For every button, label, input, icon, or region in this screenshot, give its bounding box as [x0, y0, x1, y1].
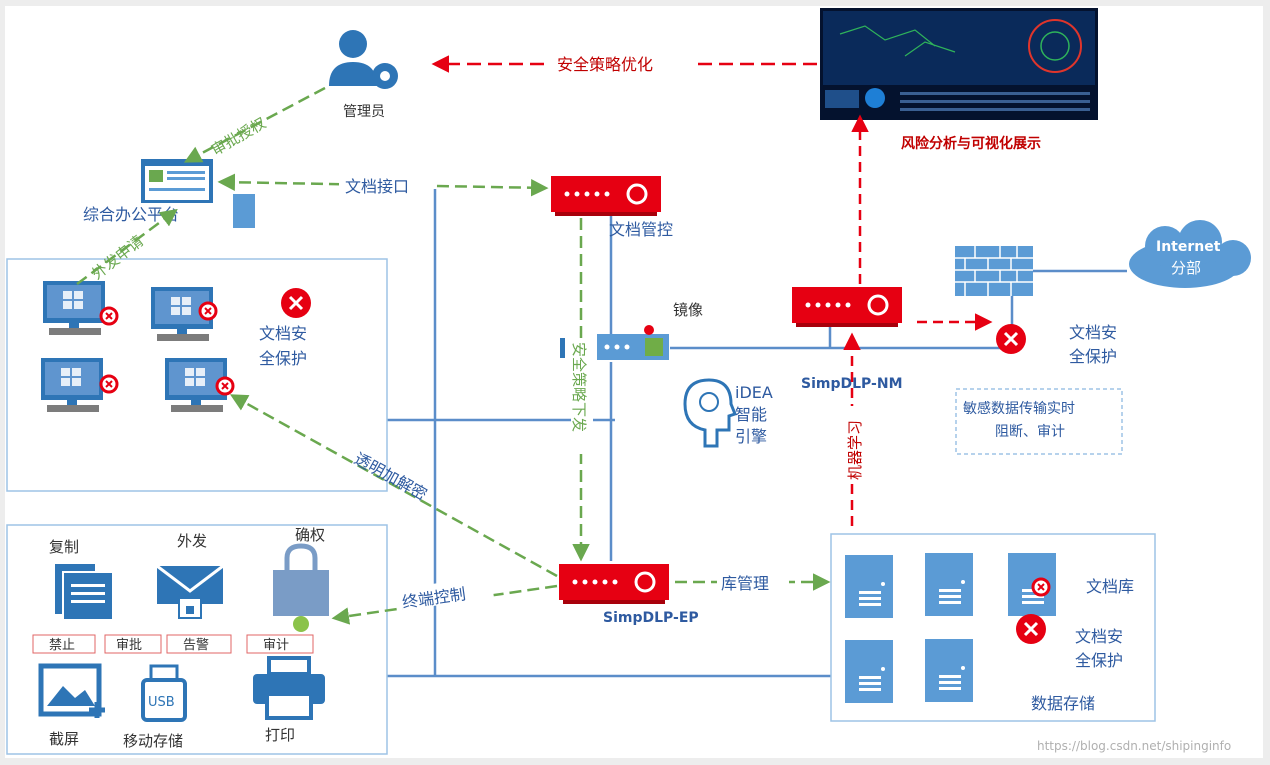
send-out-label: 外发 — [177, 532, 207, 550]
flow-approval: 审批授权 — [208, 114, 269, 160]
red-x-icon — [994, 322, 1028, 356]
flow-doc-interface: 文档接口 — [345, 177, 409, 196]
brain-head-icon — [683, 378, 737, 448]
flow-machine-learning: 机器学习 — [846, 420, 864, 480]
usb-icon: USB — [141, 664, 187, 722]
flow-policy-deliver: 安全策略下发 — [570, 342, 588, 432]
idea-line2: 智能 — [735, 405, 767, 424]
flow-lib-manage: 库管理 — [721, 574, 769, 593]
oa-platform-label: 综合办公平台 — [83, 205, 179, 224]
data-storage-label: 数据存储 — [1031, 694, 1095, 713]
risk-visualization-screen — [820, 8, 1098, 120]
internet-cloud — [1129, 220, 1251, 288]
endpoint-control-panel — [6, 524, 388, 755]
screenshot-icon — [38, 663, 105, 718]
tag-approve: 审批 — [116, 638, 142, 653]
nm-device-label: SimpDLP-NM — [801, 376, 903, 392]
doc-control-device — [549, 174, 663, 218]
internet-label: Internet — [1156, 239, 1221, 255]
firewall-icon — [955, 246, 1033, 296]
doc-lib-label: 文档库 — [1086, 577, 1134, 596]
doc-protect-storage-line1: 文档安 — [1075, 627, 1123, 646]
nm-device — [790, 285, 904, 329]
screenshot-label: 截屏 — [49, 730, 79, 748]
oa-platform-icon — [141, 159, 255, 228]
usb-text: USB — [148, 695, 175, 710]
mobile-storage-label: 移动存储 — [123, 732, 183, 750]
diagram-canvas: 风险分析与可视化展示 管理员 综合办公平台 文档安 全保护 复制 外发 确权 — [5, 6, 1263, 758]
admin-label: 管理员 — [343, 104, 385, 120]
idea-line3: 引擎 — [735, 427, 767, 446]
flow-policy-optimize: 安全策略优化 — [557, 55, 653, 74]
sensitive-box — [955, 388, 1123, 455]
lock-icon — [273, 543, 329, 632]
doc-protect-storage-line2: 全保护 — [1075, 651, 1123, 670]
red-x-icon — [1014, 612, 1048, 646]
idea-line1: iDEA — [735, 383, 773, 402]
doc-protect-left-line2: 全保护 — [259, 349, 307, 368]
mail-lock-icon — [156, 564, 224, 619]
idea-label: iDEA 智能 引擎 — [735, 383, 778, 446]
branch-label: 分部 — [1171, 259, 1201, 277]
copy-label: 复制 — [49, 538, 79, 556]
pc-group — [41, 281, 235, 412]
copy-icon — [55, 564, 114, 621]
action-tags: 禁止 审批 告警 审计 — [32, 634, 314, 654]
data-storage-panel — [830, 533, 1156, 722]
doc-protect-label-left: 文档安 全保护 — [259, 324, 312, 368]
flow-labels: 安全策略优化 审批授权 文档接口 外发申请 安全策略下发 机器学习 透明加解密 … — [88, 52, 865, 612]
ep-device-label: SimpDLP-EP — [603, 610, 699, 626]
flow-send-request: 外发申请 — [88, 232, 146, 283]
doc-protect-left-line1: 文档安 — [259, 324, 307, 343]
tag-audit: 审计 — [263, 638, 289, 653]
terminal-panel — [6, 258, 388, 492]
doc-control-label: 文档管控 — [609, 220, 673, 239]
tag-alert: 告警 — [183, 637, 209, 653]
ep-device — [557, 562, 671, 606]
mirror-switch — [560, 325, 669, 360]
print-label: 打印 — [265, 726, 295, 744]
tag-forbid: 禁止 — [49, 638, 75, 653]
doc-protect-label-right: 文档安 全保护 — [1069, 323, 1122, 366]
doc-protect-right-line2: 全保护 — [1069, 347, 1117, 366]
confirm-right-label: 确权 — [295, 526, 325, 544]
red-x-icon — [279, 286, 313, 320]
admin-icon — [329, 30, 398, 89]
watermark: https://blog.csdn.net/shipinginfo — [1037, 739, 1231, 753]
doc-protect-right-line1: 文档安 — [1069, 323, 1117, 342]
sensitive-line1: 敏感数据传输实时 — [963, 400, 1075, 417]
printer-icon — [253, 656, 325, 720]
mirror-label: 镜像 — [673, 301, 703, 319]
risk-viz-label: 风险分析与可视化展示 — [901, 135, 1041, 152]
doc-protect-label-storage: 文档安 全保护 — [1075, 627, 1128, 670]
sensitive-line2: 阻断、审计 — [995, 424, 1065, 440]
flow-transparent: 透明加解密 — [351, 449, 430, 504]
